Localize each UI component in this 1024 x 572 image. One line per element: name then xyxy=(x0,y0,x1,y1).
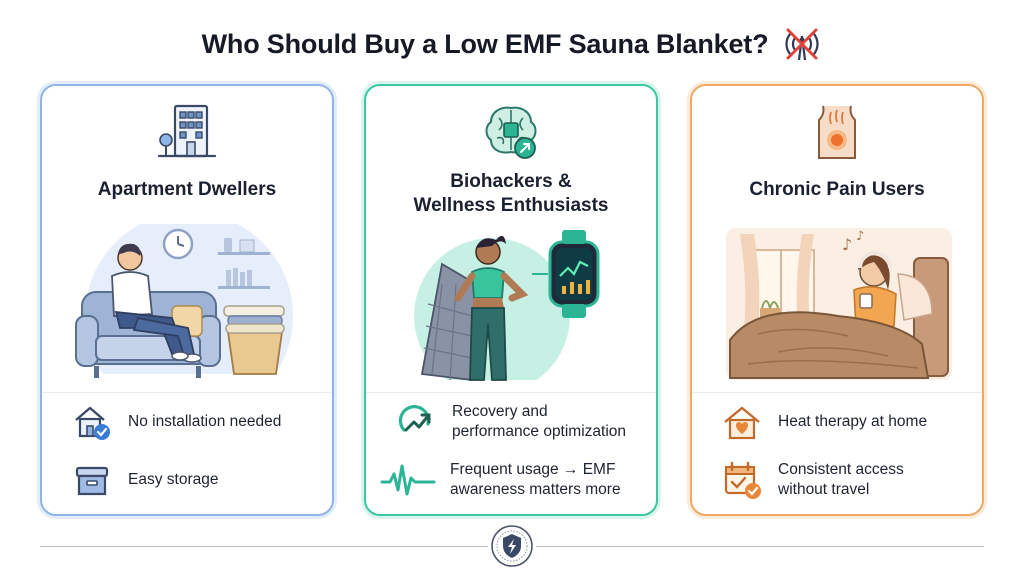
feature-text-line-1: Frequent usage → EMF xyxy=(450,461,616,478)
card-divider xyxy=(366,392,656,393)
svg-text:♪: ♪ xyxy=(842,235,852,254)
heartbeat-wave-icon xyxy=(380,464,436,496)
page-title: Who Should Buy a Low EMF Sauna Blanket? xyxy=(201,28,769,59)
feature-consistent-access: Consistent access without travel xyxy=(720,458,970,502)
footer-divider-left xyxy=(40,546,488,547)
house-check-icon xyxy=(75,406,110,440)
low-emf-certified-seal-icon xyxy=(491,525,533,567)
feature-frequent-usage: Frequent usage → EMF awareness matters m… xyxy=(380,458,650,502)
feature-text: Heat therapy at home xyxy=(778,413,928,430)
card-title: Apartment Dwellers xyxy=(97,179,277,200)
footer-divider-right xyxy=(536,546,984,547)
no-emf-signal-icon xyxy=(785,28,819,61)
feature-text-line-1: Consistent access xyxy=(778,461,904,478)
home-heart-icon xyxy=(724,406,760,440)
feature-no-installation: No installation needed xyxy=(70,400,320,444)
svg-text:♪: ♪ xyxy=(856,229,864,244)
storage-box-icon xyxy=(75,466,109,496)
woman-resting-in-bed-illustration: ♪ ♪ xyxy=(726,228,952,380)
feature-text-line-2: without travel xyxy=(778,481,870,498)
card-divider xyxy=(42,392,332,393)
feature-text: Frequent usage → EMF awareness matters m… xyxy=(450,460,621,500)
title-row: Who Should Buy a Low EMF Sauna Blanket? xyxy=(0,22,1024,66)
feature-text-line-1: Recovery and xyxy=(452,403,548,420)
back-heat-icon xyxy=(818,105,856,159)
feature-easy-storage: Easy storage xyxy=(70,458,320,502)
card-chronic-pain: Chronic Pain Users ♪ ♪ Heat therapy at h… xyxy=(690,84,984,516)
card-biohackers: Biohackers & Wellness Enthusiasts Recove… xyxy=(364,84,658,516)
feature-text: Consistent access without travel xyxy=(778,460,904,500)
brain-chip-icon xyxy=(485,106,537,159)
feature-text: Recovery and performance optimization xyxy=(452,402,626,442)
card-divider xyxy=(692,392,982,393)
card-title-line-2: Wellness Enthusiasts xyxy=(413,195,609,216)
feature-text: Easy storage xyxy=(128,471,219,488)
person-relaxing-on-couch-illustration xyxy=(68,224,310,386)
feature-recovery: Recovery and performance optimization xyxy=(394,400,644,444)
calendar-check-icon xyxy=(724,461,761,499)
feature-text-line-2: awareness matters more xyxy=(450,481,621,498)
card-title-line-1: Biohackers & xyxy=(450,171,572,192)
feature-heat-therapy: Heat therapy at home xyxy=(720,400,970,444)
feature-text-line-2: performance optimization xyxy=(452,423,627,440)
card-title: Chronic Pain Users xyxy=(749,179,925,200)
card-apartment-dwellers: Apartment Dwellers xyxy=(40,84,334,516)
feature-text: No installation needed xyxy=(128,413,282,430)
woman-with-smartwatch-illustration xyxy=(392,230,634,386)
recovery-arrow-icon xyxy=(398,405,431,432)
apartment-building-icon xyxy=(157,104,217,158)
